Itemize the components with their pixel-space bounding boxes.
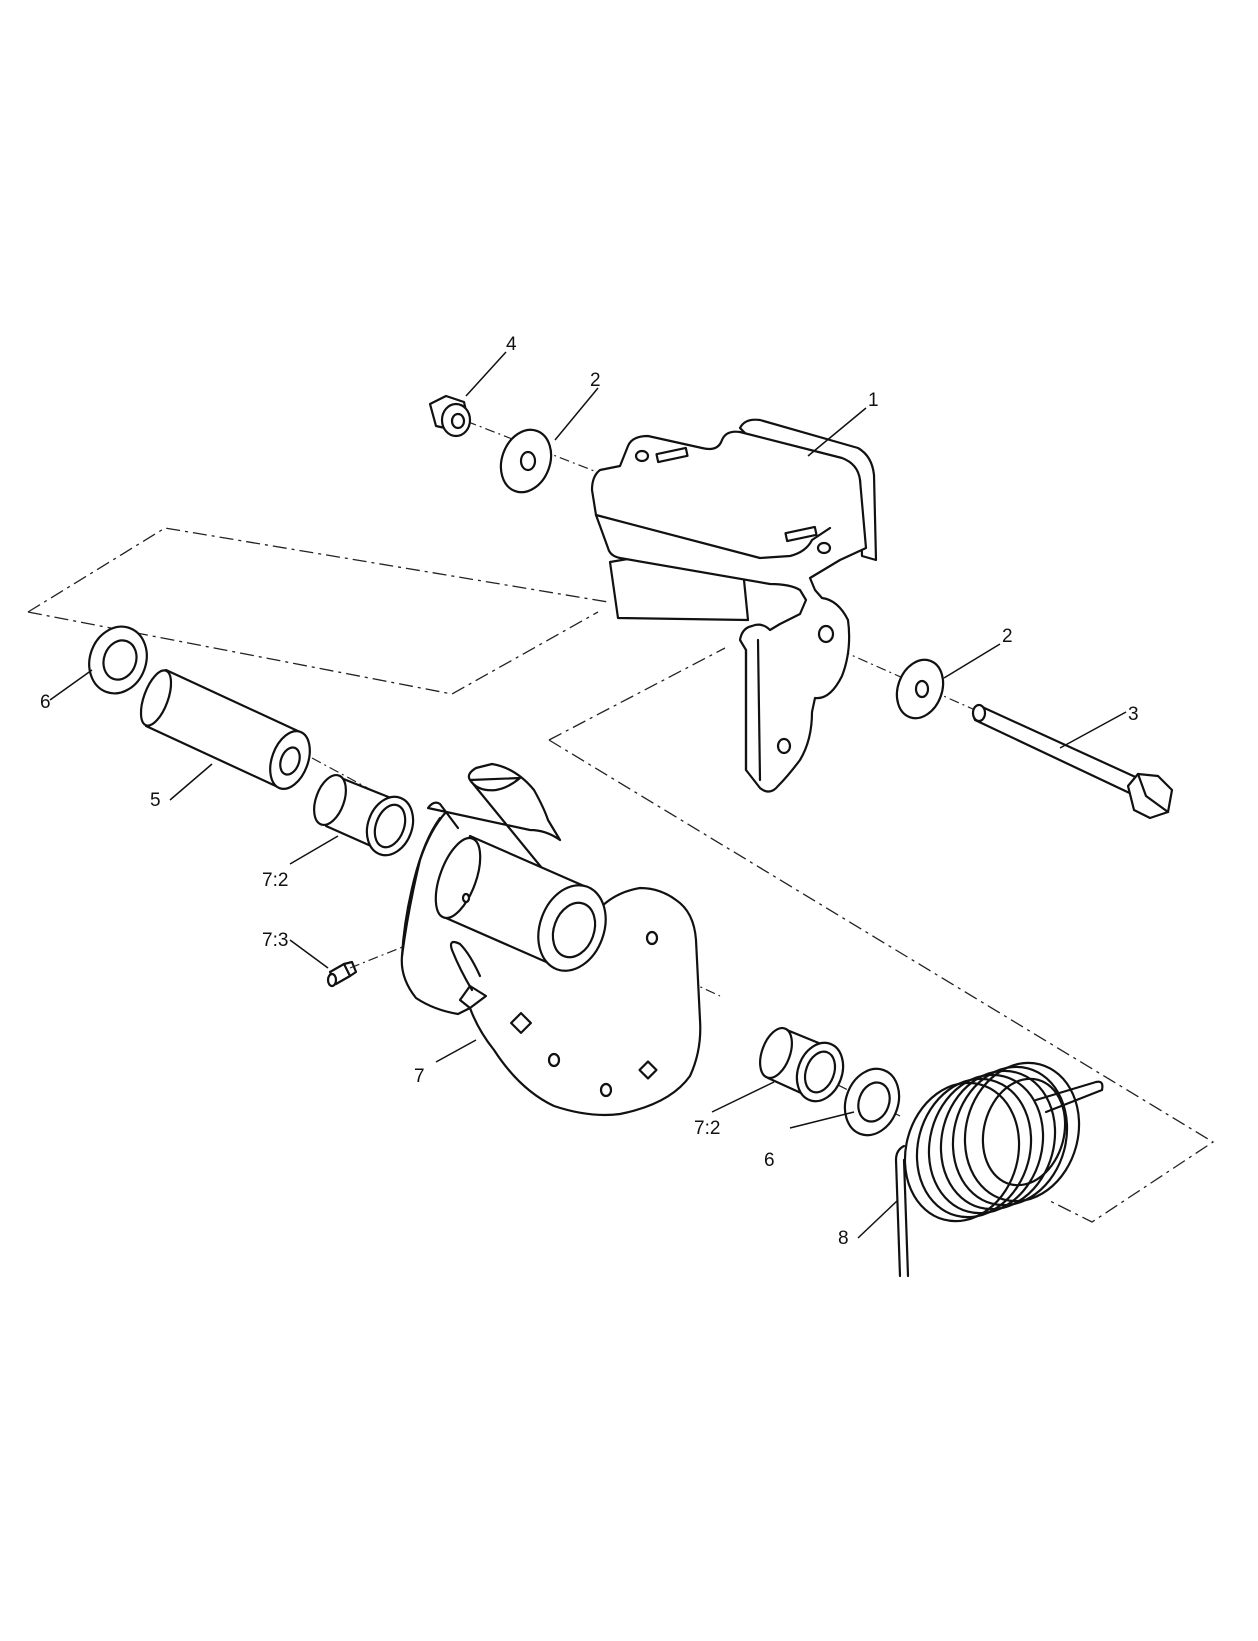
callout-1: 1 [868, 390, 879, 411]
callout-labels: 1 2 2 3 4 5 6 6 7 7:2 7:2 7:3 8 [40, 334, 1139, 1249]
callout-4: 4 [506, 334, 517, 355]
callout-2-upper: 2 [590, 370, 601, 391]
torsion-spring-part-8 [894, 1061, 1104, 1278]
grease-fitting-part-7-3 [326, 960, 358, 988]
callout-6-right: 6 [764, 1150, 775, 1171]
bracket-part-1 [590, 418, 878, 793]
washer-part-2-upper [499, 428, 553, 494]
hex-bolt-part-3 [971, 703, 1174, 820]
leader-lines [49, 351, 1127, 1239]
callout-2-lower: 2 [1002, 626, 1013, 647]
callout-7-2-upper: 7:2 [262, 870, 288, 891]
callout-8: 8 [838, 1228, 849, 1249]
bushing-part-7-2-lower [759, 1026, 845, 1103]
callout-6-left: 6 [40, 692, 51, 713]
callout-3: 3 [1128, 704, 1139, 725]
callout-7: 7 [414, 1066, 425, 1087]
callout-7-3: 7:3 [262, 930, 288, 951]
washer-part-6-right [843, 1067, 901, 1137]
washer-part-6-left [88, 625, 148, 695]
washer-part-2-lower [895, 658, 945, 720]
spacer-tube-part-5 [139, 668, 311, 790]
callout-5: 5 [150, 790, 161, 811]
assembly-phantom-lines [27, 527, 1215, 1223]
callout-7-2-lower: 7:2 [694, 1118, 720, 1139]
bushing-part-7-2-upper [313, 774, 415, 857]
pivot-plate-part-7 [400, 762, 702, 1117]
flange-nut-part-4 [428, 394, 472, 438]
